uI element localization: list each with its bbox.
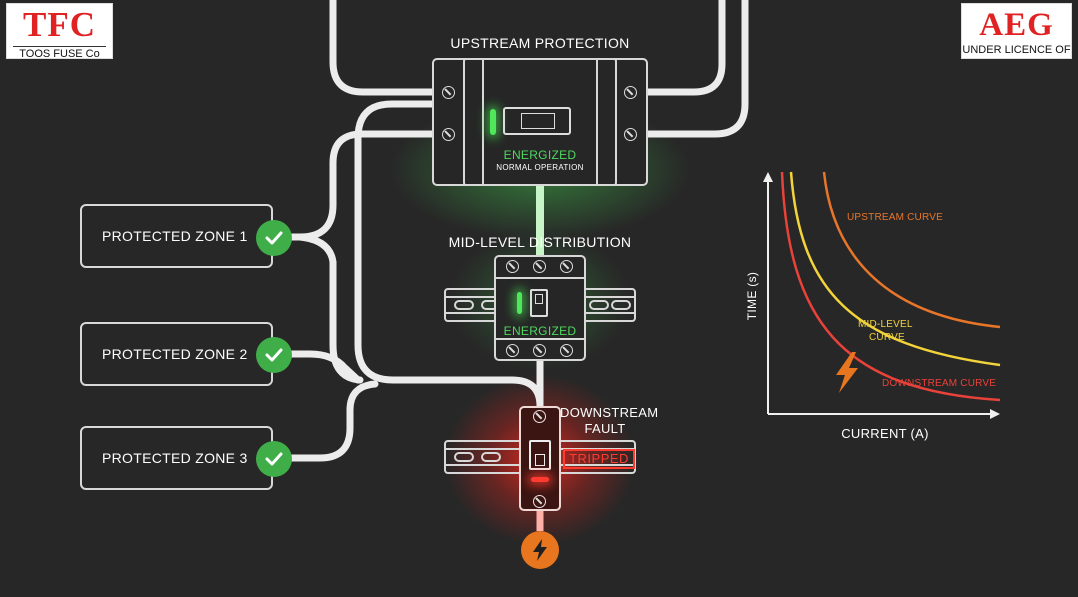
wire-upstream-left-lower bbox=[288, 130, 436, 241]
downstream-toggle-switch[interactable] bbox=[529, 440, 551, 470]
screw-terminal-icon bbox=[560, 344, 573, 357]
midlevel-status: ENERGIZED bbox=[503, 324, 577, 338]
wire-zone3 bbox=[288, 380, 379, 462]
midlevel-title: MID-LEVEL DISTRIBUTION bbox=[448, 234, 632, 250]
screw-terminal-icon bbox=[442, 128, 455, 141]
midlevel-status-led bbox=[517, 292, 522, 314]
check-mark-icon bbox=[256, 220, 292, 256]
midlevel-toggle-switch[interactable] bbox=[530, 289, 548, 317]
check-mark-icon bbox=[256, 441, 292, 477]
midlevel-curve bbox=[789, 171, 1001, 367]
downstream-title-line1: DOWNSTREAM bbox=[560, 405, 659, 420]
upstream-title: UPSTREAM PROTECTION bbox=[450, 35, 630, 51]
check-mark-icon bbox=[256, 337, 292, 373]
tfc-logo-subtitle: TOOS FUSE Co bbox=[19, 48, 100, 60]
protected-zone-label: PROTECTED ZONE 1 bbox=[102, 228, 248, 244]
screw-terminal-icon bbox=[506, 260, 519, 273]
screw-terminal-icon bbox=[442, 86, 455, 99]
protected-zone-1: PROTECTED ZONE 1 bbox=[80, 204, 273, 268]
wire-top-left bbox=[329, 0, 436, 96]
downstream-status-led bbox=[531, 477, 549, 482]
series-label-downstream: DOWNSTREAM CURVE bbox=[882, 378, 997, 389]
aeg-logo-text: AEG bbox=[979, 7, 1054, 43]
chart-ylabel: TIME (s) bbox=[745, 271, 759, 321]
lightning-bolt-icon bbox=[533, 539, 547, 561]
upstream-status-detail: NORMAL OPERATION bbox=[496, 163, 584, 172]
wire-zone1 bbox=[296, 233, 364, 384]
series-label-upstream: UPSTREAM CURVE bbox=[847, 212, 943, 223]
screw-terminal-icon bbox=[624, 128, 637, 141]
downstream-title-line2: FAULT bbox=[584, 421, 626, 436]
upstream-toggle-switch[interactable] bbox=[503, 107, 571, 135]
protected-zone-label: PROTECTED ZONE 2 bbox=[102, 346, 248, 362]
screw-terminal-icon bbox=[533, 410, 546, 423]
protected-zone-3: PROTECTED ZONE 3 bbox=[80, 426, 273, 490]
fault-indicator bbox=[521, 531, 559, 569]
downstream-status: TRIPPED bbox=[563, 449, 635, 469]
downstream-breaker bbox=[519, 406, 561, 511]
downstream-curve bbox=[780, 171, 1001, 402]
upstream-status: ENERGIZED bbox=[503, 148, 577, 162]
screw-terminal-icon bbox=[533, 495, 546, 508]
wire-main-feeder bbox=[354, 100, 544, 410]
upstream-breaker-body bbox=[463, 58, 617, 186]
tfc-logo: TFC TOOS FUSE Co bbox=[6, 3, 113, 60]
screw-terminal-icon bbox=[506, 344, 519, 357]
screw-terminal-icon bbox=[624, 86, 637, 99]
screw-terminal-icon bbox=[533, 344, 546, 357]
series-label-midlevel-line1: MID-LEVEL bbox=[858, 319, 913, 330]
chart-xlabel: CURRENT (A) bbox=[841, 426, 929, 441]
upstream-status-led bbox=[490, 109, 496, 135]
chart bbox=[763, 171, 1001, 419]
tfc-logo-text: TFC bbox=[23, 5, 96, 44]
series-label-midlevel-line2: CURVE bbox=[869, 332, 905, 343]
chart-x-axis-arrow bbox=[990, 409, 1000, 419]
upstream-breaker-face bbox=[482, 58, 598, 186]
aeg-logo-subtitle: UNDER LICENCE OF bbox=[962, 44, 1071, 56]
screw-terminal-icon bbox=[533, 260, 546, 273]
aeg-logo: AEG UNDER LICENCE OF bbox=[961, 3, 1072, 59]
upstream-curve bbox=[822, 171, 1001, 329]
lightning-bolt-icon bbox=[836, 352, 858, 393]
wire-zone2 bbox=[288, 350, 362, 384]
screw-terminal-icon bbox=[560, 260, 573, 273]
protected-zone-label: PROTECTED ZONE 3 bbox=[102, 450, 248, 466]
wire-top-right bbox=[644, 0, 726, 96]
chart-y-axis-arrow bbox=[763, 172, 773, 182]
protected-zone-2: PROTECTED ZONE 2 bbox=[80, 322, 273, 386]
wire-right-outer bbox=[644, 0, 749, 138]
